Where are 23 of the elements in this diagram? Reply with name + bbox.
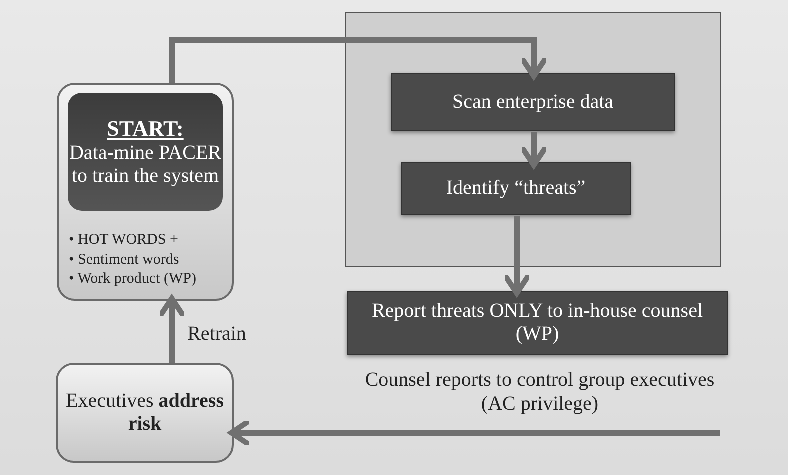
process-box xyxy=(391,73,675,131)
edge-label: Retrain xyxy=(186,322,248,346)
box-text: Data-mine PACER to train the system xyxy=(68,142,223,188)
arrow xyxy=(157,296,187,363)
bullet-item: • Sentiment words xyxy=(69,250,180,270)
box-text: Report threats ONLY to in-house counsel (WP) xyxy=(370,300,704,346)
arrow xyxy=(170,37,549,83)
box-text: Executives address risk xyxy=(65,390,225,436)
bullet-item: • Work product (WP) xyxy=(69,270,196,289)
arrow xyxy=(228,418,720,448)
arrow xyxy=(502,216,532,296)
rounded-box xyxy=(57,83,234,301)
heading: START: xyxy=(107,116,184,142)
rounded-box xyxy=(56,363,234,463)
box-text: Scan enterprise data xyxy=(452,90,614,114)
box-text: Identify “threats” xyxy=(446,177,586,200)
process-box xyxy=(347,291,728,355)
edge-label: Counsel reports to control group executives (AC privilege) xyxy=(364,368,716,416)
arrow xyxy=(519,132,549,168)
bullet-item: • HOT WORDS + xyxy=(69,231,180,250)
group-panel xyxy=(345,12,721,267)
start-box xyxy=(68,93,223,211)
process-box xyxy=(401,162,631,215)
